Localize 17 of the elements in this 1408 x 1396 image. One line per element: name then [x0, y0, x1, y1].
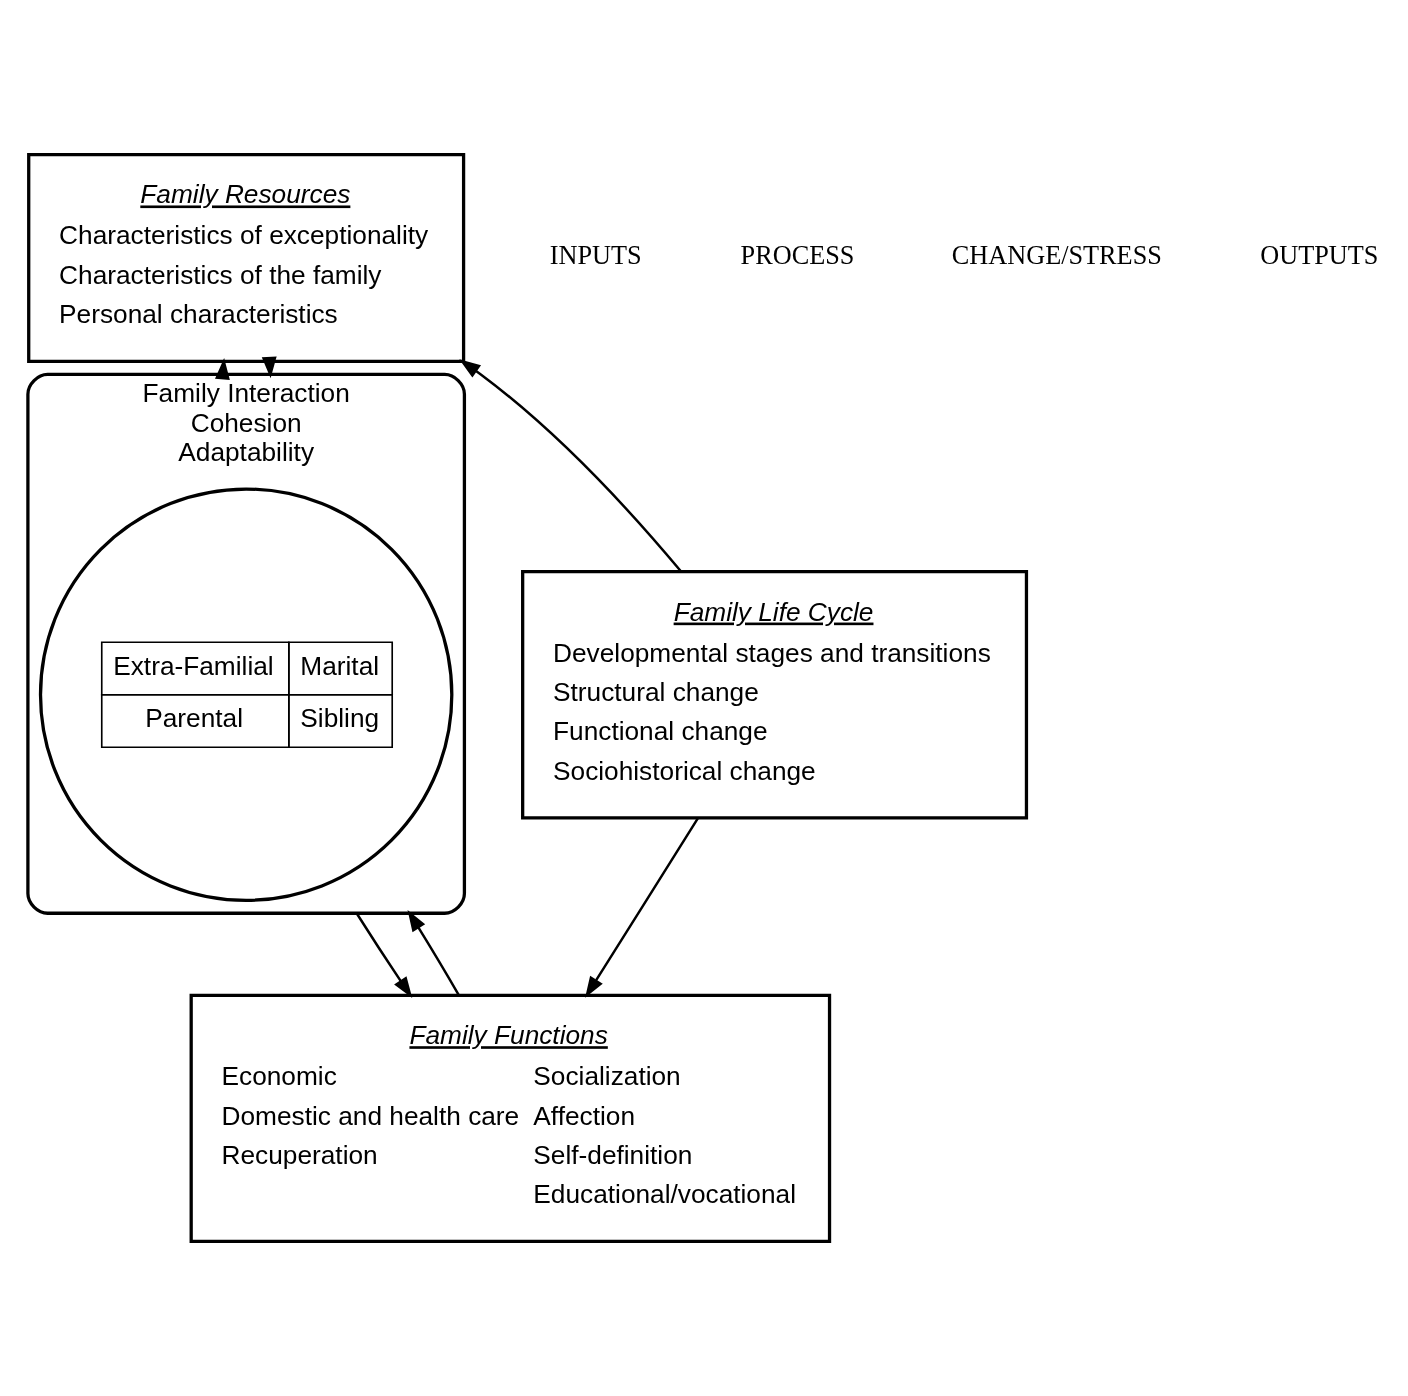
node-text: Extra-Familial: [113, 650, 274, 681]
label: INPUTS: [549, 241, 642, 271]
node-text: Marital: [300, 650, 380, 681]
label: OUTPUTS: [1260, 241, 1379, 271]
arrow: [261, 356, 277, 379]
cluster: [38, 487, 454, 902]
arrow: [214, 358, 230, 380]
label: PROCESS: [740, 241, 855, 271]
node-text: Parental: [145, 703, 244, 734]
node-box: Family Functions Economic Socialization Domestic and health care Affection Recuperation Self-definition Educational/vocational: [189, 993, 832, 1244]
arrow: [355, 912, 413, 999]
label: CHANGE/STRESS: [951, 241, 1162, 271]
node-box: Family Life Cycle Developmental stages and transitions Structural change Functional change Sociohistorical change: [521, 570, 1029, 820]
arrow: [459, 359, 683, 573]
node-text: Sibling: [300, 703, 380, 734]
arrow: [585, 817, 700, 998]
arrow: [407, 910, 460, 996]
